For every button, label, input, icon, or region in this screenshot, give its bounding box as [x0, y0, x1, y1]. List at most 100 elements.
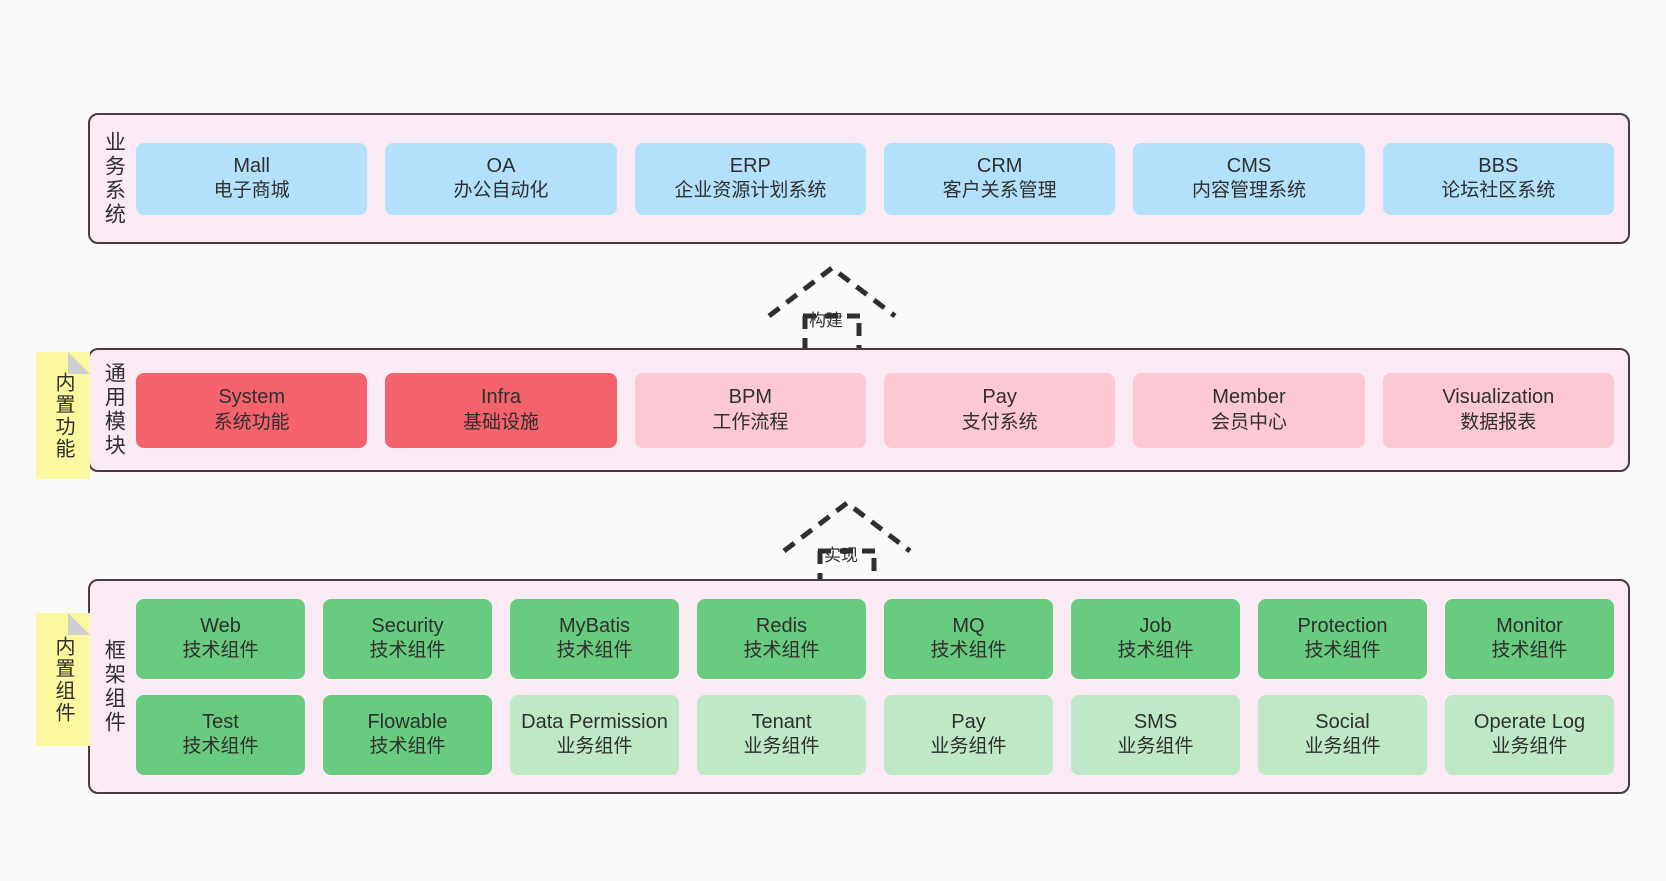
layer-title-framework: 框架组件 — [102, 638, 126, 735]
card-infra-sub: 基础设施 — [462, 411, 539, 433]
card-test-name: Test — [202, 710, 239, 733]
layer-title-modules: 通用模块 — [102, 362, 126, 458]
card-visualization[interactable]: Visualization 数据报表 — [1382, 372, 1614, 448]
layer-common-modules: 通用模块 System 系统功能 Infra 基础设施 BPM 工作流程 Pay… — [88, 348, 1630, 472]
card-mall[interactable]: Mall 电子商城 — [136, 142, 368, 215]
card-cms-sub: 内容管理系统 — [1191, 180, 1306, 202]
card-member[interactable]: Member 会员中心 — [1133, 372, 1365, 448]
card-pay-component-sub: 业务组件 — [930, 736, 1007, 758]
card-data-permission[interactable]: Data Permission 业务组件 — [510, 694, 679, 775]
card-pay-module[interactable]: Pay 支付系统 — [883, 372, 1116, 448]
arrow-build-label: 构建 — [809, 311, 843, 330]
layer-body-modules: System 系统功能 Infra 基础设施 BPM 工作流程 Pay 支付系统… — [136, 350, 1628, 470]
layer-framework-components: 框架组件 Web 技术组件 Security 技术组件 MyBatis 技术组件… — [88, 579, 1630, 794]
card-crm[interactable]: CRM 客户关系管理 — [883, 142, 1116, 215]
card-job-name: Job — [1139, 614, 1172, 637]
card-mq-name: MQ — [952, 614, 985, 637]
card-redis[interactable]: Redis 技术组件 — [697, 598, 866, 679]
card-erp[interactable]: ERP 企业资源计划系统 — [634, 142, 866, 215]
card-infra[interactable]: Infra 基础设施 — [385, 372, 617, 448]
card-oa-name: OA — [486, 154, 516, 177]
card-tenant-name: Tenant — [751, 710, 812, 733]
framework-biz-row: Test 技术组件 Flowable 技术组件 Data Permission … — [136, 694, 1614, 775]
card-social-name: Social — [1315, 710, 1370, 733]
note-builtin-features: 内置功能 — [36, 352, 90, 479]
card-oa[interactable]: OA 办公自动化 — [385, 142, 617, 215]
card-system-sub: 系统功能 — [213, 411, 290, 433]
note-fold-corner-icon — [68, 352, 90, 374]
card-social[interactable]: Social 业务组件 — [1258, 694, 1427, 775]
card-monitor-name: Monitor — [1496, 614, 1563, 637]
card-mybatis[interactable]: MyBatis 技术组件 — [510, 598, 679, 679]
arrow-realize: 实现 — [772, 497, 922, 593]
card-data-permission-sub: 业务组件 — [556, 736, 633, 758]
card-protection-sub: 技术组件 — [1304, 640, 1381, 662]
card-flowable[interactable]: Flowable 技术组件 — [323, 694, 492, 775]
card-mq-sub: 技术组件 — [930, 640, 1007, 662]
card-monitor[interactable]: Monitor 技术组件 — [1445, 598, 1614, 679]
card-web-sub: 技术组件 — [182, 640, 259, 662]
note-builtin-features-label: 内置功能 — [52, 371, 74, 460]
card-crm-name: CRM — [976, 154, 1023, 177]
card-pay-module-name: Pay — [982, 386, 1017, 409]
card-protection-name: Protection — [1297, 614, 1388, 637]
card-cms-name: CMS — [1226, 154, 1272, 177]
card-infra-name: Infra — [480, 386, 521, 409]
card-security-sub: 技术组件 — [369, 640, 446, 662]
card-redis-name: Redis — [755, 614, 808, 637]
card-monitor-sub: 技术组件 — [1491, 640, 1568, 662]
card-pay-module-sub: 支付系统 — [961, 411, 1038, 433]
card-sms-name: SMS — [1133, 710, 1178, 733]
card-flowable-sub: 技术组件 — [369, 736, 446, 758]
card-erp-name: ERP — [729, 154, 771, 177]
note-fold-corner-icon — [68, 613, 90, 635]
card-operate-log[interactable]: Operate Log 业务组件 — [1445, 694, 1614, 775]
card-member-name: Member — [1212, 386, 1286, 409]
card-job-sub: 技术组件 — [1117, 640, 1194, 662]
card-crm-sub: 客户关系管理 — [942, 180, 1057, 202]
card-oa-sub: 办公自动化 — [453, 180, 549, 202]
arrow-realize-label: 实现 — [824, 546, 858, 565]
note-builtin-components: 内置组件 — [36, 613, 90, 746]
card-operate-log-name: Operate Log — [1473, 710, 1586, 733]
layer-title-business: 业务系统 — [102, 130, 126, 227]
card-bbs-sub: 论坛社区系统 — [1441, 180, 1556, 202]
note-builtin-components-label: 内置组件 — [52, 635, 74, 724]
card-redis-sub: 技术组件 — [743, 640, 820, 662]
card-mybatis-sub: 技术组件 — [556, 640, 633, 662]
card-mq[interactable]: MQ 技术组件 — [884, 598, 1053, 679]
card-tenant-sub: 业务组件 — [743, 736, 820, 758]
card-tenant[interactable]: Tenant 业务组件 — [697, 694, 866, 775]
framework-tech-row: Web 技术组件 Security 技术组件 MyBatis 技术组件 Redi… — [136, 598, 1614, 679]
card-bbs-name: BBS — [1478, 154, 1519, 177]
card-test-sub: 技术组件 — [182, 736, 259, 758]
card-protection[interactable]: Protection 技术组件 — [1258, 598, 1427, 679]
arrow-build: 构建 — [757, 262, 907, 358]
card-operate-log-sub: 业务组件 — [1491, 736, 1568, 758]
layer-body-business: Mall 电子商城 OA 办公自动化 ERP 企业资源计划系统 CRM 客户关系… — [136, 115, 1628, 242]
card-mybatis-name: MyBatis — [558, 614, 631, 637]
card-bbs[interactable]: BBS 论坛社区系统 — [1382, 142, 1614, 215]
card-test[interactable]: Test 技术组件 — [136, 694, 305, 775]
card-security[interactable]: Security 技术组件 — [323, 598, 492, 679]
layer-business-systems: 业务系统 Mall 电子商城 OA 办公自动化 ERP 企业资源计划系统 CRM… — [88, 113, 1630, 244]
modules-card-row: System 系统功能 Infra 基础设施 BPM 工作流程 Pay 支付系统… — [136, 372, 1614, 448]
card-member-sub: 会员中心 — [1210, 411, 1287, 433]
card-social-sub: 业务组件 — [1304, 736, 1381, 758]
card-visualization-name: Visualization — [1442, 386, 1555, 409]
card-pay-component[interactable]: Pay 业务组件 — [884, 694, 1053, 775]
card-mall-sub: 电子商城 — [213, 180, 290, 202]
business-card-row: Mall 电子商城 OA 办公自动化 ERP 企业资源计划系统 CRM 客户关系… — [136, 142, 1614, 215]
card-sms[interactable]: SMS 业务组件 — [1071, 694, 1240, 775]
card-job[interactable]: Job 技术组件 — [1071, 598, 1240, 679]
card-bpm-sub: 工作流程 — [712, 411, 789, 433]
card-bpm[interactable]: BPM 工作流程 — [634, 372, 866, 448]
card-system[interactable]: System 系统功能 — [136, 372, 368, 448]
card-system-name: System — [218, 386, 285, 409]
card-mall-name: Mall — [233, 154, 270, 177]
card-sms-sub: 业务组件 — [1117, 736, 1194, 758]
card-security-name: Security — [371, 614, 444, 637]
card-cms[interactable]: CMS 内容管理系统 — [1133, 142, 1365, 215]
card-web[interactable]: Web 技术组件 — [136, 598, 305, 679]
card-erp-sub: 企业资源计划系统 — [674, 180, 827, 202]
